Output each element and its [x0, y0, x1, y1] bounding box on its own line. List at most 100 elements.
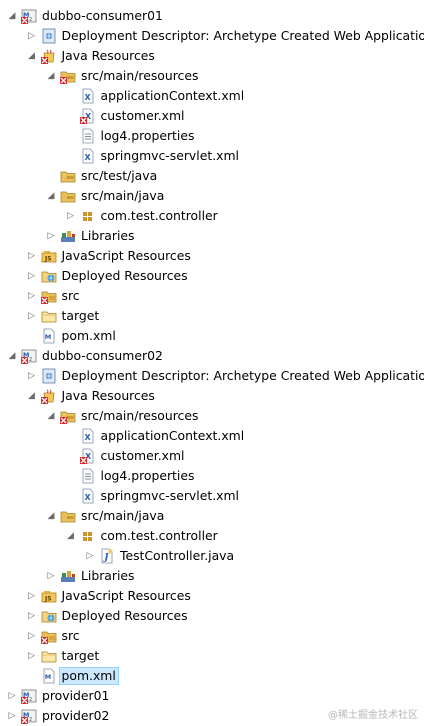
tree-item-target[interactable]: ▷ target	[0, 306, 424, 326]
xml-file-icon: X	[80, 428, 96, 444]
source-folder-error-icon	[60, 68, 76, 84]
tree-item-label: src/main/java	[81, 508, 164, 524]
tree-item-libraries[interactable]: ▷Libraries	[0, 566, 424, 586]
maven-project-icon: M2	[21, 708, 37, 724]
expanded-arrow-icon[interactable]: ◢	[45, 510, 57, 522]
tree-item-label: applicationContext.xml	[101, 88, 245, 104]
svg-text:X: X	[84, 433, 91, 442]
collapsed-arrow-icon[interactable]: ▷	[26, 650, 38, 662]
collapsed-arrow-icon[interactable]: ▷	[45, 230, 57, 242]
tree-item-label: pom.xml	[59, 667, 119, 685]
tree-item-target[interactable]: ▷target	[0, 646, 424, 666]
deployment-descriptor-icon	[41, 28, 57, 44]
package-icon	[80, 528, 96, 544]
tree-item-label: target	[62, 308, 100, 324]
collapsed-arrow-icon[interactable]: ▷	[26, 270, 38, 282]
collapsed-arrow-icon[interactable]: ▷	[26, 250, 38, 262]
expanded-arrow-icon[interactable]: ◢	[6, 350, 18, 362]
maven-project-icon: M2	[21, 8, 37, 24]
svg-text:X: X	[84, 493, 91, 502]
collapsed-arrow-icon[interactable]: ▷	[45, 570, 57, 582]
maven-project-icon: M2	[21, 688, 37, 704]
tree-item-src[interactable]: ▷src	[0, 286, 424, 306]
tree-item-label: Deployed Resources	[62, 268, 188, 284]
source-folder-icon	[60, 168, 76, 184]
tree-item-com-test-controller[interactable]: ◢ com.test.controller	[0, 526, 424, 546]
java-file-icon: J	[99, 548, 115, 564]
source-folder-error-icon	[60, 408, 76, 424]
expanded-arrow-icon[interactable]: ◢	[45, 70, 57, 82]
collapsed-arrow-icon[interactable]: ▷	[6, 710, 18, 722]
tree-item-libraries[interactable]: ▷Libraries	[0, 226, 424, 246]
expanded-arrow-icon[interactable]: ◢	[65, 530, 77, 542]
tree-item-label: log4.properties	[101, 128, 195, 144]
svg-text:JS: JS	[44, 256, 52, 263]
collapsed-arrow-icon[interactable]: ▷	[84, 550, 96, 562]
folder-icon	[41, 308, 57, 324]
collapsed-arrow-icon[interactable]: ▷	[26, 290, 38, 302]
folder-error-icon	[41, 628, 57, 644]
tree-item-deployment-descriptor-archetype-created-web-application[interactable]: ▷Deployment Descriptor: Archetype Create…	[0, 26, 424, 46]
svg-text:X: X	[84, 153, 91, 162]
tree-item-java-resources[interactable]: ◢Java Resources	[0, 386, 424, 406]
tree-item-label: provider02	[42, 708, 109, 724]
svg-text:X: X	[84, 93, 91, 102]
expanded-arrow-icon[interactable]: ◢	[6, 10, 18, 22]
tree-item-com-test-controller[interactable]: ▷com.test.controller	[0, 206, 424, 226]
tree-item-src-main-java[interactable]: ◢ src/main/java	[0, 506, 424, 526]
tree-item-src-main-resources[interactable]: ◢src/main/resources	[0, 66, 424, 86]
tree-item-deployed-resources[interactable]: ▷ Deployed Resources	[0, 266, 424, 286]
expanded-arrow-icon[interactable]: ◢	[26, 50, 38, 62]
maven-pom-icon: M	[41, 328, 57, 344]
watermark: @稀土掘金技术社区	[328, 706, 418, 721]
collapsed-arrow-icon[interactable]: ▷	[26, 370, 38, 382]
tree-item-deployed-resources[interactable]: ▷Deployed Resources	[0, 606, 424, 626]
tree-item-src-main-java[interactable]: ◢src/main/java	[0, 186, 424, 206]
svg-text:2: 2	[29, 17, 32, 23]
tree-item-log4-properties[interactable]: log4.properties	[0, 126, 424, 146]
properties-file-icon	[80, 128, 96, 144]
svg-text:M: M	[44, 333, 50, 341]
collapsed-arrow-icon[interactable]: ▷	[26, 590, 38, 602]
source-folder-icon	[60, 508, 76, 524]
collapsed-arrow-icon[interactable]: ▷	[6, 690, 18, 702]
xml-file-error-icon: X	[80, 108, 96, 124]
svg-text:JS: JS	[44, 596, 52, 603]
expanded-arrow-icon[interactable]: ◢	[45, 190, 57, 202]
tree-item-java-resources[interactable]: ◢Java Resources	[0, 46, 424, 66]
tree-item-label: com.test.controller	[101, 528, 218, 544]
expanded-arrow-icon[interactable]: ◢	[45, 410, 57, 422]
collapsed-arrow-icon[interactable]: ▷	[26, 630, 38, 642]
tree-item-label: dubbo-consumer02	[42, 348, 163, 364]
deployment-descriptor-icon	[41, 368, 57, 384]
tree-item-label: src	[62, 628, 80, 644]
tree-item-label: customer.xml	[101, 108, 185, 124]
tree-item-deployment-descriptor-archetype-created-web-application[interactable]: ▷Deployment Descriptor: Archetype Create…	[0, 366, 424, 386]
collapsed-arrow-icon[interactable]: ▷	[26, 310, 38, 322]
collapsed-arrow-icon[interactable]: ▷	[65, 210, 77, 222]
collapsed-arrow-icon[interactable]: ▷	[26, 30, 38, 42]
xml-file-error-icon: X	[80, 448, 96, 464]
folder-icon	[41, 648, 57, 664]
tree-item-log4-properties[interactable]: log4.properties	[0, 466, 424, 486]
collapsed-arrow-icon[interactable]: ▷	[26, 610, 38, 622]
tree-item-src[interactable]: ▷ src	[0, 626, 424, 646]
tree-item-src-main-resources[interactable]: ◢src/main/resources	[0, 406, 424, 426]
xml-file-icon: X	[80, 488, 96, 504]
tree-item-src-test-java[interactable]: src/test/java	[0, 166, 424, 186]
expanded-arrow-icon[interactable]: ◢	[26, 390, 38, 402]
